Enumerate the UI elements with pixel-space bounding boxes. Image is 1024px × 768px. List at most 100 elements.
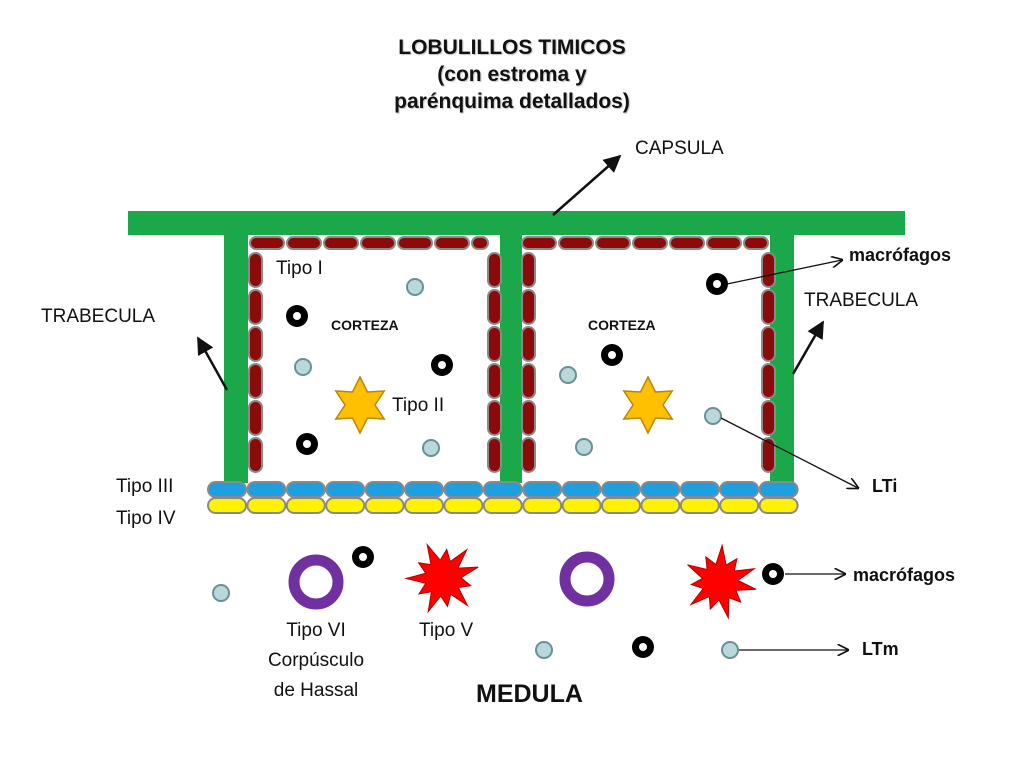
- trabecula-right-arrow: [791, 320, 825, 375]
- type3-cell: [443, 481, 484, 498]
- type1-epithelial-cells: [248, 236, 776, 473]
- macrophages: [286, 273, 784, 658]
- type3-cell: [640, 481, 681, 498]
- lymphocytes: [212, 278, 739, 659]
- hassal-corpuscle: [288, 554, 344, 610]
- type1-cell: [521, 236, 557, 250]
- type4-cell: [758, 497, 799, 514]
- type1-cell: [487, 252, 502, 288]
- capsule-bar: [128, 211, 905, 235]
- type1-cell: [595, 236, 631, 250]
- tipo6-label: Tipo VI: [286, 620, 346, 641]
- type3-cell: [364, 481, 405, 498]
- type4-cell: [561, 497, 602, 514]
- trabecula-left-arrow: [196, 336, 229, 391]
- corteza-left-label: CORTEZA: [331, 317, 399, 333]
- type1-cell: [521, 252, 536, 288]
- tipo2-label: Tipo II: [392, 395, 445, 416]
- type3-cell: [404, 481, 444, 498]
- type4-cell: [404, 497, 444, 514]
- type5-burst-cells: [404, 542, 757, 620]
- type1-cell: [248, 400, 263, 436]
- type1-cell: [248, 289, 263, 325]
- type3-cell: [246, 481, 287, 498]
- macrophage: [706, 273, 728, 295]
- type4-cell: [246, 497, 287, 514]
- lymphocyte: [575, 438, 593, 456]
- lymphocyte: [422, 439, 440, 457]
- macrophage: [601, 344, 623, 366]
- type5-burst-cell: [404, 542, 479, 614]
- lymphocyte: [212, 584, 230, 602]
- macrophage: [286, 305, 308, 327]
- type4-cell: [364, 497, 405, 514]
- type1-cell: [761, 252, 776, 288]
- macrofagos-bottom-label: macrófagos: [853, 565, 956, 585]
- type1-cell: [632, 236, 668, 250]
- lti-arrow: [720, 417, 858, 488]
- type3-cell: [207, 481, 247, 498]
- type3-cell: [679, 481, 720, 498]
- type2-star-cell: [334, 375, 386, 435]
- type1-cell: [743, 236, 769, 250]
- type4-cell: [285, 497, 326, 514]
- type3-cell: [482, 481, 523, 498]
- type4-cell: [325, 497, 366, 514]
- type1-cell: [487, 363, 502, 399]
- macrophage: [296, 433, 318, 455]
- macrofagos-top-label: macrófagos: [849, 245, 952, 265]
- macrophage: [762, 563, 784, 585]
- type2-star-cells: [334, 375, 674, 435]
- type3-cell: [758, 481, 799, 498]
- type1-cell: [323, 236, 359, 250]
- ltm-label: LTm: [862, 639, 899, 659]
- type4-cell: [443, 497, 484, 514]
- lymphocyte: [559, 366, 577, 384]
- type1-cell: [397, 236, 433, 250]
- type1-cell: [761, 400, 776, 436]
- type4-cell: [640, 497, 681, 514]
- type4-cell: [482, 497, 523, 514]
- hassal-corpuscle: [559, 551, 615, 607]
- macrophage: [431, 354, 453, 376]
- lti-label: LTi: [872, 476, 898, 496]
- trabecula-right-label: TRABECULA: [804, 290, 919, 311]
- type4-cell: [207, 497, 247, 514]
- type1-cell: [706, 236, 742, 250]
- type1-cell: [521, 437, 536, 473]
- macrofagos-top-arrow: [726, 260, 842, 285]
- tipo1-label: Tipo I: [276, 258, 323, 279]
- tipo5-label: Tipo V: [419, 620, 474, 641]
- type1-cell: [248, 252, 263, 288]
- de-hassal-label: de Hassal: [273, 680, 359, 701]
- medula-label: MEDULA: [476, 680, 583, 708]
- lymphocyte: [721, 641, 739, 659]
- lymphocyte: [704, 407, 722, 425]
- type1-cell: [487, 289, 502, 325]
- tipo3-label: Tipo III: [116, 476, 174, 497]
- type1-cell: [761, 437, 776, 473]
- type3-cell: [285, 481, 326, 498]
- title-line-2: (con estroma y: [437, 63, 587, 86]
- type1-cell: [360, 236, 396, 250]
- hassal-corpuscles: [288, 551, 615, 610]
- type3-cell: [601, 481, 641, 498]
- type4-cell: [679, 497, 720, 514]
- type1-cell: [434, 236, 470, 250]
- type1-cell: [249, 236, 285, 250]
- type1-cell: [558, 236, 594, 250]
- type1-cell: [286, 236, 322, 250]
- type1-cell: [487, 326, 502, 362]
- capsula-arrow: [552, 154, 622, 216]
- type1-cell: [487, 437, 502, 473]
- type1-cell: [761, 363, 776, 399]
- type2-star-cell: [622, 375, 674, 435]
- type1-cell: [521, 289, 536, 325]
- annotation-arrows: [196, 154, 858, 650]
- capsula-label: CAPSULA: [635, 138, 724, 159]
- title-line-1: LOBULILLOS TIMICOS: [398, 36, 626, 59]
- type1-cell: [487, 400, 502, 436]
- type4-cell: [601, 497, 641, 514]
- type1-cell: [521, 363, 536, 399]
